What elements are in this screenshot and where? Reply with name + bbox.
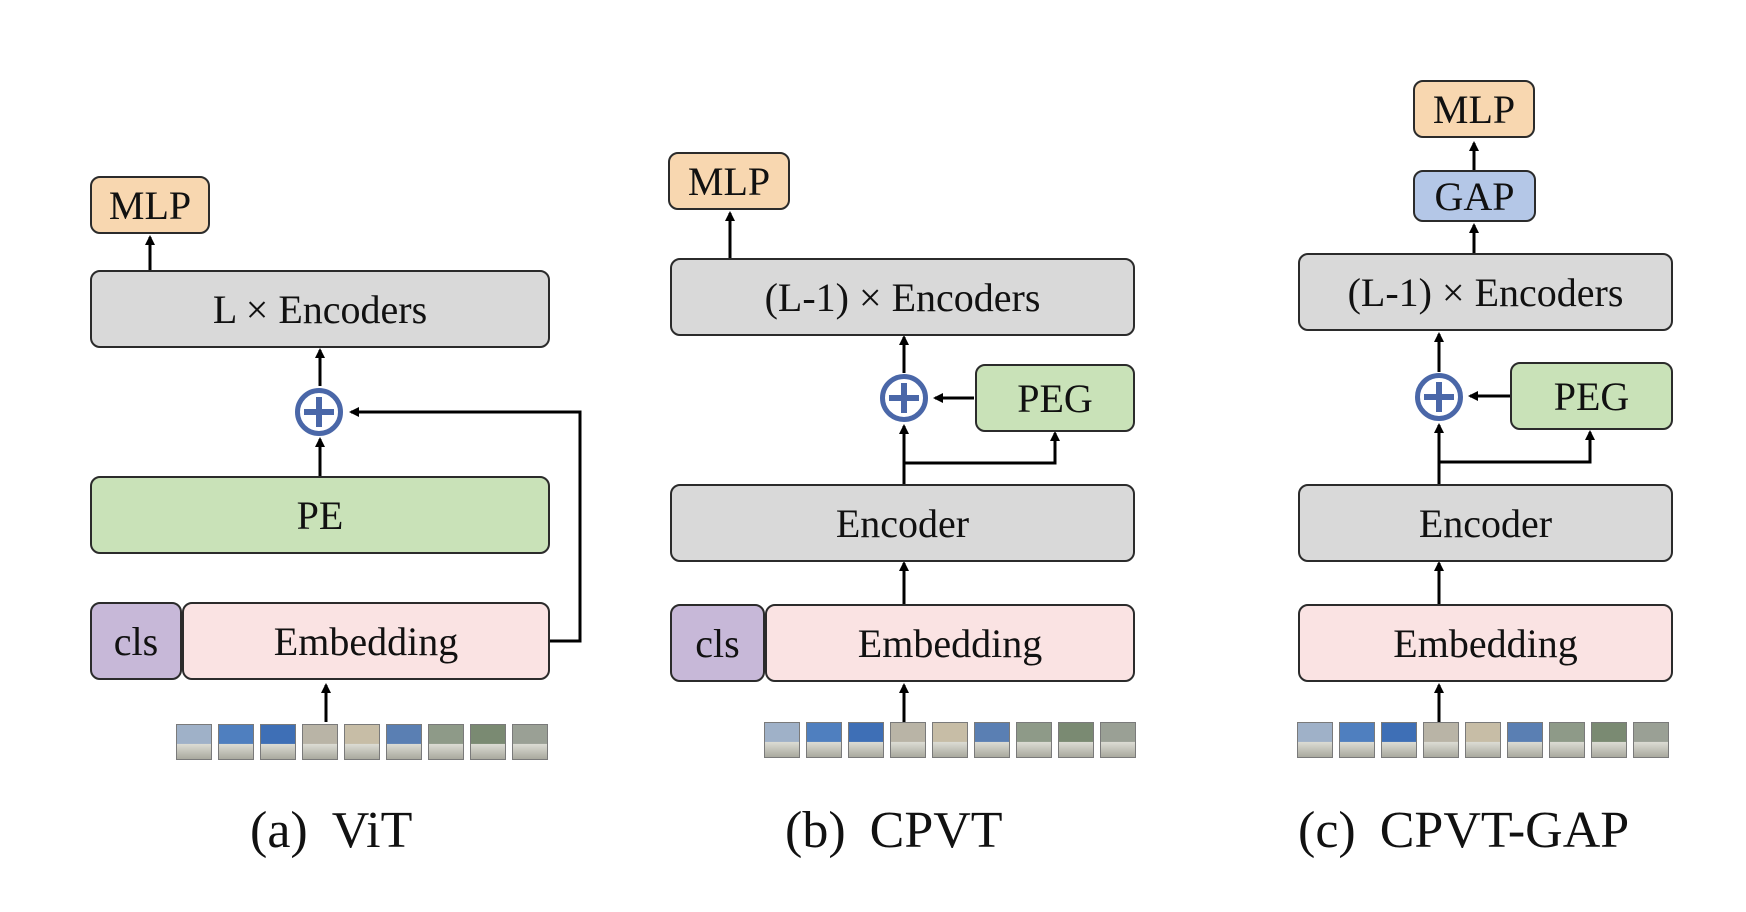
image-patch-icon: [1381, 722, 1417, 758]
vit-cls-box: cls: [90, 602, 182, 680]
vit-plus-icon: [295, 388, 343, 436]
vit-embedding-box: Embedding: [182, 602, 550, 680]
image-patch-icon: [218, 724, 254, 760]
cpvt-caption-tag: (b): [785, 801, 846, 859]
image-patch-icon: [302, 724, 338, 760]
gap-encoders-box: (L-1) × Encoders: [1298, 253, 1673, 331]
image-patch-icon: [1507, 722, 1543, 758]
gap-caption-name: CPVT-GAP: [1379, 801, 1630, 859]
gap-embedding-box: Embedding: [1298, 604, 1673, 682]
gap-peg-box: PEG: [1510, 362, 1673, 430]
gap-caption-tag: (c): [1298, 801, 1356, 859]
cpvt-embedding-box: Embedding: [765, 604, 1135, 682]
cpvt-cls-box: cls: [670, 604, 765, 682]
image-patch-icon: [260, 724, 296, 760]
image-patch-icon: [974, 722, 1010, 758]
gap-mlp-box: MLP: [1413, 80, 1535, 138]
gap-encoder-box: Encoder: [1298, 484, 1673, 562]
image-patch-icon: [1549, 722, 1585, 758]
cpvt-peg-box: PEG: [975, 364, 1135, 432]
cpvt-plus-icon: [880, 374, 928, 422]
image-patch-icon: [1423, 722, 1459, 758]
image-patch-icon: [932, 722, 968, 758]
cpvt-encoders-box: (L-1) × Encoders: [670, 258, 1135, 336]
vit-mlp-box: MLP: [90, 176, 210, 234]
vit-pe-box: PE: [90, 476, 550, 554]
gap-patch-strip: [1297, 722, 1669, 758]
image-patch-icon: [890, 722, 926, 758]
image-patch-icon: [1633, 722, 1669, 758]
image-patch-icon: [344, 724, 380, 760]
arrow-gap-branch-to-peg: [1439, 430, 1595, 464]
image-patch-icon: [1058, 722, 1094, 758]
image-patch-icon: [1591, 722, 1627, 758]
image-patch-icon: [806, 722, 842, 758]
gap-caption: (c) CPVT-GAP: [1298, 800, 1629, 860]
vit-patch-strip: [176, 724, 548, 760]
image-patch-icon: [1465, 722, 1501, 758]
cpvt-patch-strip: [764, 722, 1136, 758]
vit-caption-name: ViT: [331, 801, 413, 859]
vit-caption: (a) ViT: [250, 800, 412, 860]
image-patch-icon: [428, 724, 464, 760]
gap-gap-box: GAP: [1413, 170, 1536, 222]
image-patch-icon: [386, 724, 422, 760]
image-patch-icon: [848, 722, 884, 758]
cpvt-caption-name: CPVT: [869, 801, 1003, 859]
vit-caption-tag: (a): [250, 801, 308, 859]
image-patch-icon: [470, 724, 506, 760]
image-patch-icon: [1100, 722, 1136, 758]
cpvt-encoder-box: Encoder: [670, 484, 1135, 562]
gap-plus-icon: [1415, 373, 1463, 421]
arrow-cpvt-branch-to-peg: [904, 431, 1060, 465]
image-patch-icon: [176, 724, 212, 760]
cpvt-mlp-box: MLP: [668, 152, 790, 210]
vit-encoders-box: L × Encoders: [90, 270, 550, 348]
image-patch-icon: [1016, 722, 1052, 758]
image-patch-icon: [764, 722, 800, 758]
cpvt-caption: (b) CPVT: [785, 800, 1003, 860]
image-patch-icon: [1339, 722, 1375, 758]
image-patch-icon: [512, 724, 548, 760]
image-patch-icon: [1297, 722, 1333, 758]
